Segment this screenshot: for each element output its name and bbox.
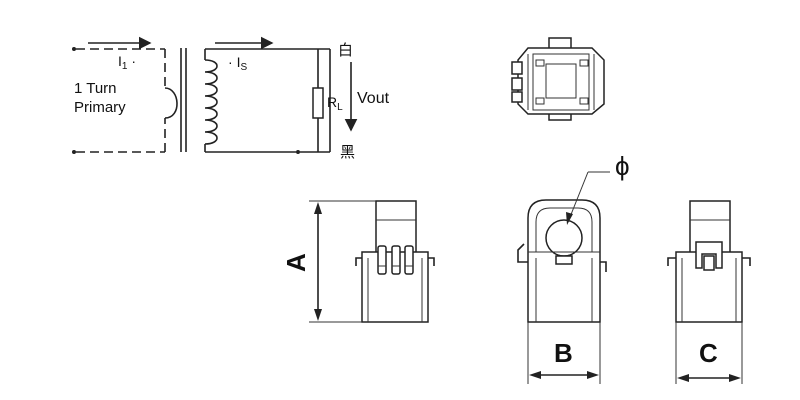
dimension-c-label: C <box>699 338 718 368</box>
secondary-winding <box>204 36 330 154</box>
terminal-bottom-label: 黑 <box>340 144 355 161</box>
dimension-c <box>675 322 743 384</box>
primary-winding <box>72 36 178 154</box>
dimension-b-label: B <box>554 338 573 368</box>
terminal-top-label: 白 <box>338 42 353 59</box>
front-view-drawing <box>355 200 435 323</box>
primary-current-label: I1 · <box>118 53 136 72</box>
dimension-a <box>309 200 376 323</box>
load-resistor <box>312 49 331 152</box>
side-view-drawing <box>517 199 607 323</box>
dimension-a-label: A <box>281 253 311 272</box>
transformer-core <box>180 48 187 152</box>
end-view-drawing <box>667 200 751 323</box>
top-view-drawing <box>511 37 605 121</box>
primary-label-line1: 1 Turn <box>74 80 117 97</box>
diameter-callout <box>566 171 610 225</box>
dimension-b <box>527 322 601 384</box>
load-resistor-label: RL <box>327 94 343 113</box>
diameter-symbol: ϕ <box>615 151 630 181</box>
transformer-schematic: I1 · 1 Turn Primary · IS <box>72 36 390 161</box>
primary-label-line2: Primary <box>74 99 126 116</box>
output-label: Vout <box>357 90 390 107</box>
secondary-current-label: · IS <box>228 54 247 73</box>
